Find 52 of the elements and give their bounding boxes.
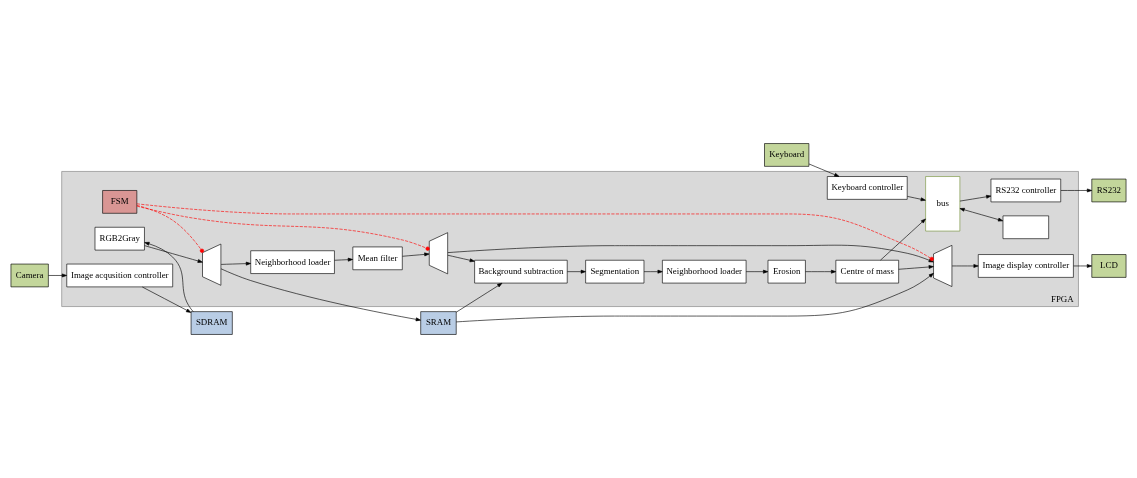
arrow: [220, 261, 251, 266]
node-box: Erosion: [767, 259, 806, 284]
arrow: [959, 207, 1004, 222]
node-box: Image acqusition controller: [66, 263, 173, 288]
arrow: [48, 273, 67, 278]
connector: [136, 205, 205, 253]
connector: [136, 203, 934, 262]
arrow: [334, 257, 353, 262]
arrow: [447, 244, 934, 263]
node-box: Neighborhood loader: [250, 250, 335, 274]
arrow: [142, 286, 192, 313]
node-box: Mean filter: [352, 246, 403, 271]
node-box: RS232 controller: [990, 178, 1062, 203]
node-box: Keyboard: [764, 143, 810, 167]
arrow: [898, 265, 934, 270]
arrow: [745, 269, 769, 274]
node-box: Background subtraction: [474, 259, 568, 284]
arrow: [880, 218, 926, 261]
node-box: SDRAM: [190, 311, 233, 335]
arrow: [643, 269, 663, 274]
arrow: [144, 241, 194, 312]
arrow: [959, 194, 992, 202]
node-trapezoid: [202, 243, 222, 286]
connector: [136, 205, 430, 251]
arrow: [1073, 264, 1092, 268]
node-box: Keyboard controller: [827, 176, 908, 200]
node-box: bus: [925, 176, 961, 232]
arrow: [455, 273, 934, 323]
node-box: LCD: [1091, 254, 1127, 278]
arrow: [144, 245, 203, 263]
arrow: [805, 269, 837, 274]
node-box: Segmentation: [585, 259, 645, 284]
node-box: RS232: [1091, 178, 1127, 203]
node-box: [1002, 215, 1049, 239]
arrow: [1060, 188, 1093, 193]
node-box: Centre of mass: [835, 259, 899, 284]
arrow: [907, 196, 926, 202]
arrow: [447, 254, 475, 263]
arrow: [951, 264, 979, 268]
node-box: Neighborhood loader: [662, 259, 747, 284]
node-box: Image display controller: [977, 254, 1074, 278]
node-box: RGB2Gray: [94, 226, 145, 251]
arrow: [567, 269, 586, 274]
arrow: [402, 252, 430, 257]
arrow: [808, 163, 840, 177]
arrow: [220, 268, 421, 322]
node-trapezoid: [428, 232, 448, 275]
node-trapezoid: [933, 245, 953, 287]
node-box: Camera: [10, 263, 49, 288]
node-box: FSM: [102, 190, 138, 214]
node-box: SRAM: [420, 311, 457, 335]
arrow: [456, 282, 503, 313]
